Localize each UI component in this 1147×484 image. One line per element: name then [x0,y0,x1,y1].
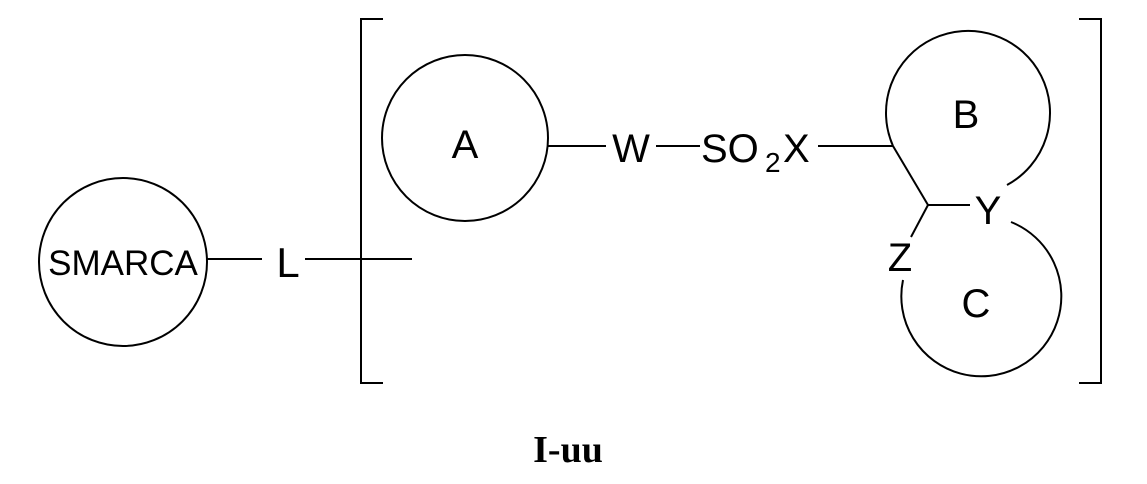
w-label: W [612,127,650,171]
z-label: Z [888,236,912,280]
fused-bond-upper [893,146,928,205]
ring-a-label: A [452,123,479,167]
y-label: Y [975,189,1002,233]
right-bracket [1079,19,1101,383]
left-bracket [361,19,383,383]
junction-z-bond [911,205,928,237]
smarca-label: SMARCA [48,244,198,283]
ring-b-label: B [953,93,980,137]
compound-caption: I-uu [533,429,603,471]
linker-label: L [276,239,299,286]
so2-subscript: 2 [765,147,781,178]
ring-c-label: C [962,282,991,326]
x-label: X [783,127,810,171]
so-label: SO [701,127,759,171]
